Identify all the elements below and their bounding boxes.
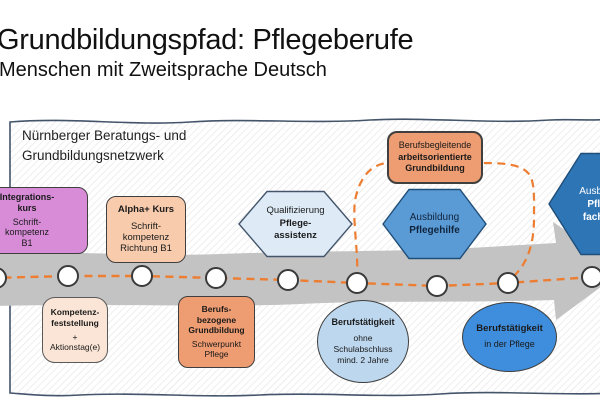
page-title: Grundbildungspfad: Pflegeberufe [0,24,414,56]
node-body: Schwerpunkt Pflege [191,338,242,360]
node-body: + Aktionstag(e) [49,331,101,353]
node-title: Pflege- assistenz [274,217,317,242]
node-berufstaetigkeit-ohne-schulabschluss: Berufstätigkeit ohne Schulabschluss mind… [317,300,409,383]
node-title: Berufs- bezogene Grundbildung [188,303,245,336]
milestone-circle [0,267,7,289]
milestone-circles [0,265,600,297]
page-subtitle: Menschen mit Zweitsprache Deutsch [0,59,327,81]
node-pre: Qualifizierung [266,205,325,217]
node-pre: Ausbildung [579,185,600,197]
node-body: in der Pflege [484,338,535,349]
milestone-circle [497,272,519,294]
node-integrationskurs: Integrations- kurs Schrift- kompetenz B1 [0,187,88,254]
network-label: Nürnberger Beratungs- und Grundbildungsn… [22,128,187,163]
node-title: Kompetenz- feststellung [50,307,100,328]
node-pre: Ausbildung [409,212,460,223]
node-title: Berufstätigkeit [476,323,543,335]
node-qualifizierung-pflegeassistenz: Qualifizierung Pflege- assistenz [238,190,353,258]
hexagon-shape [382,188,487,260]
node-body: ohne Schulabschluss mind. 2 Jahre [333,332,393,365]
milestone-circle [581,266,600,288]
node-berufsbezogene-grundbildung: Berufs- bezogene Grundbildung Schwerpunk… [178,296,255,368]
node-title: arbeitsorientierte Grundbildung [398,151,472,174]
milestone-circle [346,272,368,294]
node-alpha-kurs: Alpha+ Kurs Schrift- kompetenz Richtung … [106,196,186,263]
node-body: Schrift- kompetenz B1 [4,216,50,249]
node-kompetenzfeststellung: Kompetenz- feststellung + Aktionstag(e) [42,297,108,363]
milestone-circle [57,265,79,287]
node-title: Integrations- kurs [0,192,55,213]
node-berufstaetigkeit-in-der-pflege: Berufstätigkeit in der Pflege [462,302,557,372]
milestone-circle [131,265,153,287]
node-berufsbegleitende-grundbildung: Berufsbegleitende arbeitsorientierte Gru… [387,131,483,184]
node-ausbildung-pflegehilfe: Ausbildung Pflegehilfe [382,188,487,260]
node-title: Pflege- fachkraft [582,198,600,223]
dashed-main-path [0,274,600,288]
dashed-loop-connector [353,161,536,281]
node-ausbildung-pflegefachkraft: Ausbildung Pflege- fachkraft [548,152,600,256]
road [0,222,600,320]
milestone-circle [426,275,448,297]
node-title: Pflegehilfe [409,225,460,236]
node-body: Schrift- kompetenz Richtung B1 [120,220,172,255]
node-title: Berufstätigkeit [331,317,395,328]
node-title: Alpha+ Kurs [117,204,175,216]
milestone-circle [277,269,299,291]
hexagon-shape [548,152,600,256]
node-pre: Berufsbegleitende [398,139,472,150]
milestone-circle [205,267,227,289]
hexagon-shape [238,190,353,258]
